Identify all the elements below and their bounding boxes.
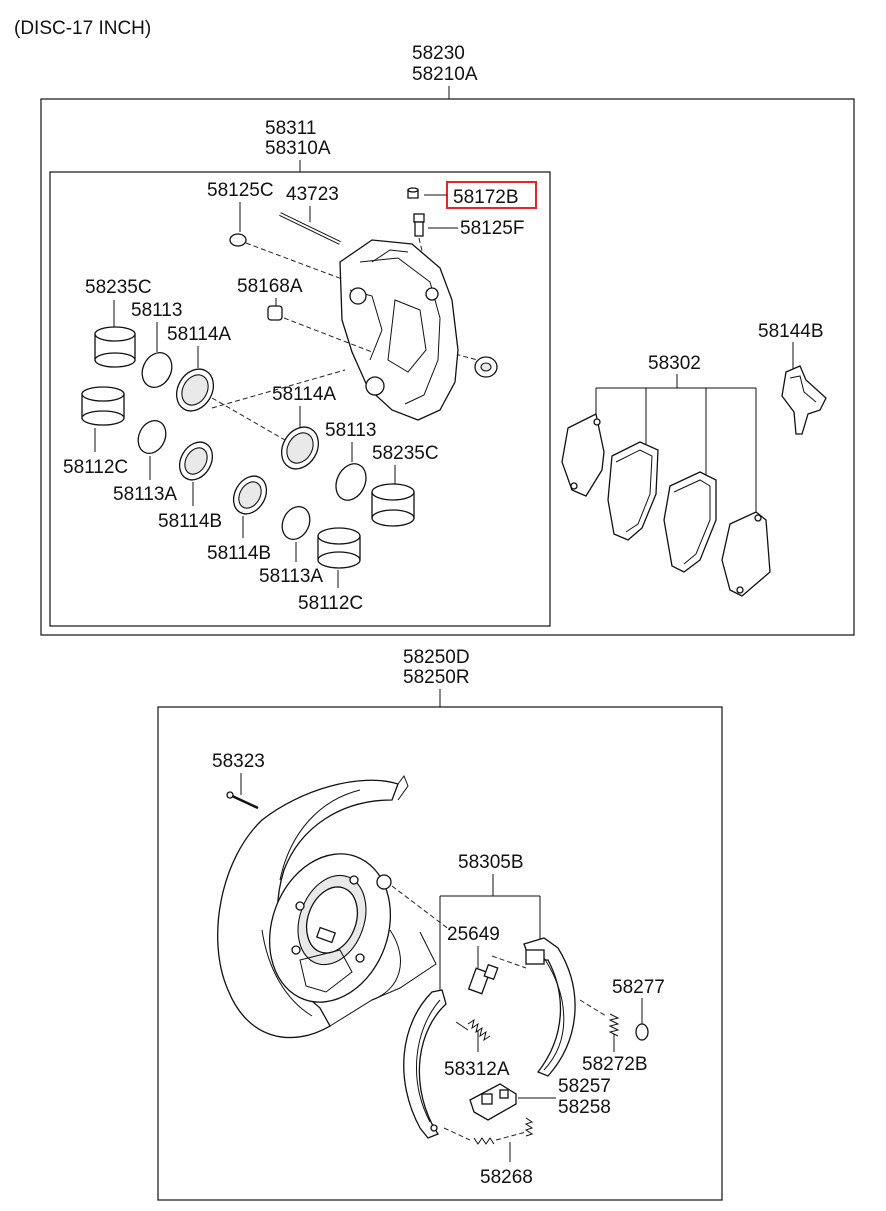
part-58302-pad-1 [561,413,605,497]
part-58272B [608,1013,620,1037]
part-58113-top [141,351,173,389]
part-58302-pad-3 [663,471,717,573]
callout-58125C[interactable]: 58125C [207,180,274,201]
part-58114B-left [178,441,214,481]
callout-58257[interactable]: 58257 [558,1076,611,1097]
part-58172B [407,187,419,199]
callout-58112C-mid[interactable]: 58112C [298,593,363,614]
callout-58114A-top[interactable]: 58114A [167,324,231,345]
part-boot-side [474,356,498,378]
callout-58168A[interactable]: 58168A [237,276,303,297]
assembly-caliper-code-2[interactable]: 58210A [412,64,478,85]
caliper-body-code-1[interactable]: 58311 [265,118,316,139]
callout-58172B[interactable]: 58172B [453,187,519,208]
callout-58113A-left[interactable]: 58113A [113,484,177,505]
part-58257-58258 [469,1083,517,1121]
part-58168A [267,305,283,321]
callout-58125F[interactable]: 58125F [460,218,524,239]
part-58114A-mid [280,426,320,470]
callout-58323[interactable]: 58323 [212,751,265,772]
callout-58144B[interactable]: 58144B [758,321,824,342]
callout-43723[interactable]: 43723 [286,184,339,205]
part-58113A-left [137,419,167,455]
callout-58302[interactable]: 58302 [648,353,701,374]
callout-58258[interactable]: 58258 [558,1097,611,1118]
part-58112C-left [81,386,125,426]
part-58323 [226,791,259,810]
callout-58113-mid[interactable]: 58113 [325,420,376,441]
backplate-assembly-frame [157,706,723,1201]
caliper-body-frame [49,171,551,627]
part-58125C [229,233,247,247]
part-58302-pad-4 [721,511,771,597]
part-backing-plate [217,774,437,1039]
part-caliper-housing [339,239,459,421]
part-58235C-mid [371,483,415,527]
callout-58114B-left[interactable]: 58114B [158,511,222,532]
callout-58112C-left[interactable]: 58112C [63,457,128,478]
callout-25649[interactable]: 25649 [447,924,500,945]
callout-58235C-mid[interactable]: 58235C [372,443,439,464]
part-58312A [455,1018,491,1042]
callout-58114A-mid[interactable]: 58114A [272,384,336,405]
part-58114A-top [175,368,215,412]
callout-58312A[interactable]: 58312A [444,1059,510,1080]
assembly-backplate-code-1[interactable]: 58250D [403,647,470,668]
part-58125F [413,213,425,237]
part-58305B-shoe-left [403,989,447,1139]
part-58305B-shoe-right [523,937,576,1077]
callout-58305B[interactable]: 58305B [458,852,524,873]
callout-58268[interactable]: 58268 [480,1167,533,1188]
callout-58235C-top[interactable]: 58235C [85,277,152,298]
callout-58272B[interactable]: 58272B [582,1054,648,1075]
part-58302-pad-2 [607,441,659,541]
part-25649 [467,963,499,995]
part-58113A-mid [281,505,311,541]
callout-58113-top[interactable]: 58113 [131,300,182,321]
part-58268 [473,1117,534,1145]
assembly-backplate-code-2[interactable]: 58250R [403,667,470,688]
diagram-heading: (DISC-17 INCH) [14,18,151,39]
part-43723 [279,212,341,245]
callout-58113A-mid[interactable]: 58113A [259,566,323,587]
part-58277 [635,1023,649,1041]
callout-58277[interactable]: 58277 [612,977,665,998]
part-58112C-mid [317,527,361,569]
assembly-caliper-code-1[interactable]: 58230 [412,43,465,64]
caliper-assembly-frame [40,98,855,636]
part-58235C-top [94,326,136,368]
callout-58114B-mid[interactable]: 58114B [207,543,271,564]
part-58113-mid [335,463,367,501]
part-58144B [781,365,827,435]
caliper-body-code-2[interactable]: 58310A [265,138,331,159]
part-58114B-mid [232,475,268,515]
